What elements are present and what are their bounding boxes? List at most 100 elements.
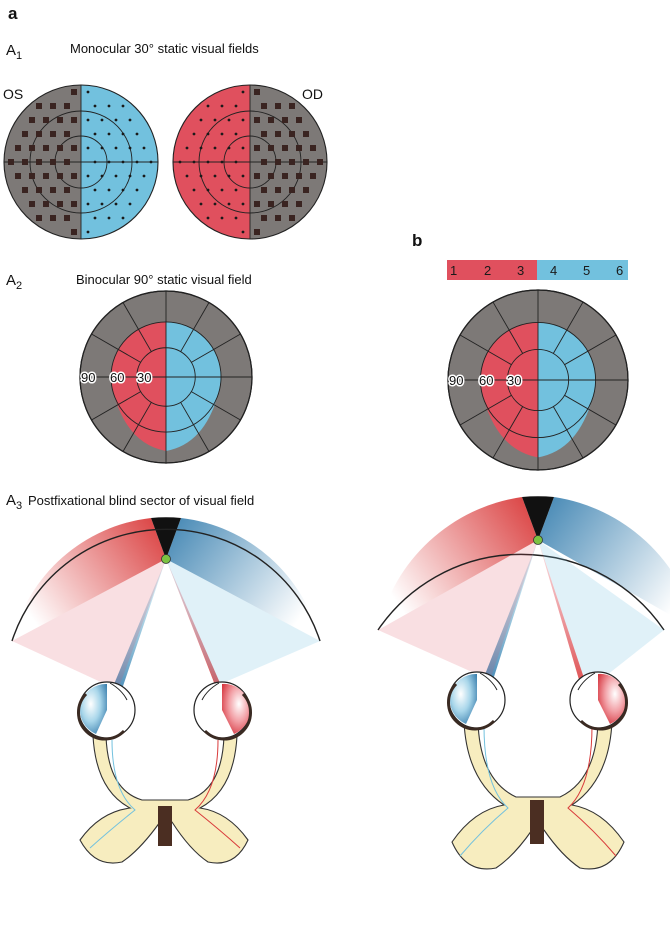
od-normal-point: [234, 160, 238, 164]
a1-label-sub: 1: [16, 50, 22, 62]
od-test-points: [178, 89, 323, 235]
os-normal-point: [100, 202, 104, 206]
scale-4: 4: [550, 263, 557, 278]
os-defect-point: [29, 173, 35, 179]
os-normal-point: [86, 202, 90, 206]
os-normal-point: [107, 160, 111, 164]
b-meridian: [459, 334, 512, 366]
scale-2: 2: [484, 263, 491, 278]
os-normal-point: [121, 216, 125, 220]
b-left-eye: [446, 671, 506, 731]
a1-label-main: A: [6, 42, 16, 59]
a2-ring-label-60: 60: [110, 370, 124, 385]
od-normal-point: [241, 174, 245, 178]
b-blind-sector: [522, 496, 554, 540]
os-defect-point: [43, 173, 49, 179]
os-defect-point: [43, 201, 49, 207]
monocular-field-os: [3, 84, 159, 240]
od-normal-point: [234, 104, 238, 108]
os-defect-point: [50, 187, 56, 193]
os-normal-point: [149, 160, 153, 164]
od-normal-point: [227, 118, 231, 122]
color-scale: 1 2 3 4 5 6: [447, 260, 628, 280]
os-defect-point: [36, 103, 42, 109]
a2-meridian: [91, 391, 141, 421]
od-normal-point: [185, 146, 189, 150]
od-normal-point: [227, 202, 231, 206]
a3-label: A3: [6, 492, 22, 512]
b-chiasm-lesion: [530, 800, 544, 844]
b-right-eye: [569, 671, 629, 731]
os-defect-point: [43, 117, 49, 123]
od-defect-point: [310, 145, 316, 151]
od-normal-point: [220, 104, 224, 108]
od-defect-point: [310, 173, 316, 179]
b-left-visual-field-sector: [378, 497, 538, 630]
os-normal-point: [128, 146, 132, 150]
os-normal-point: [114, 202, 118, 206]
od-normal-point: [199, 174, 203, 178]
od-defect-point: [303, 131, 309, 137]
os-defect-point: [29, 117, 35, 123]
b-ring-label-90: 90: [449, 373, 463, 388]
os-normal-point: [107, 216, 111, 220]
os-normal-point: [86, 146, 90, 150]
od-defect-point: [289, 103, 295, 109]
od-normal-point: [227, 174, 231, 178]
right-wedge: [166, 559, 320, 686]
os-defect-point: [71, 173, 77, 179]
field-arc: [11, 528, 321, 642]
od-normal-point: [241, 146, 245, 150]
od-normal-point: [241, 90, 245, 94]
a2-label: A2: [6, 272, 22, 292]
os-defect-point: [36, 159, 42, 165]
od-defect-point: [296, 117, 302, 123]
od-normal-point: [213, 202, 217, 206]
os-defect-point: [64, 159, 70, 165]
od-defect-point: [275, 215, 281, 221]
os-defect-point: [22, 131, 28, 137]
scale-3: 3: [517, 263, 524, 278]
os-defect-point: [57, 117, 63, 123]
panel-a-label: a: [8, 4, 18, 23]
os-defect-point: [29, 201, 35, 207]
chiasm-lesion: [158, 806, 172, 846]
od-defect-point: [261, 215, 267, 221]
a2-label-main: A: [6, 272, 16, 289]
od-normal-point: [213, 146, 217, 150]
od-normal-point: [192, 132, 196, 136]
os-normal-point: [114, 174, 118, 178]
left-visual-field-sector: [12, 518, 166, 641]
os-defect-point: [36, 215, 42, 221]
os-defect-point: [29, 145, 35, 151]
a2-caption: Binocular 90° static visual field: [76, 272, 252, 287]
panel-b-label: b: [412, 231, 422, 250]
a2-meridian: [180, 402, 210, 452]
od-defect-point: [268, 173, 274, 179]
b-optic-pathway: [451, 721, 625, 870]
os-normal-point: [135, 160, 139, 164]
b-field-arc: [377, 553, 665, 631]
os-normal-point: [86, 230, 90, 234]
os-defect-point: [64, 103, 70, 109]
os-defect-point: [71, 229, 77, 235]
os-defect-point: [22, 187, 28, 193]
od-normal-point: [199, 146, 203, 150]
od-defect-point: [261, 103, 267, 109]
os-normal-point: [86, 90, 90, 94]
os-defect-point: [15, 145, 21, 151]
a1-label: A1: [6, 42, 22, 62]
os-defect-point: [71, 201, 77, 207]
od-normal-point: [241, 202, 245, 206]
od-defect-point: [317, 159, 323, 165]
os-defect-point: [22, 159, 28, 165]
od-normal-point: [206, 216, 210, 220]
os-defect-point: [15, 173, 21, 179]
a2-meridian: [122, 402, 152, 452]
od-defect-point: [296, 201, 302, 207]
od-defect-point: [296, 145, 302, 151]
od-defect-point: [282, 173, 288, 179]
od-defect-point: [254, 201, 260, 207]
os-defect-point: [50, 159, 56, 165]
od-defect-point: [303, 159, 309, 165]
